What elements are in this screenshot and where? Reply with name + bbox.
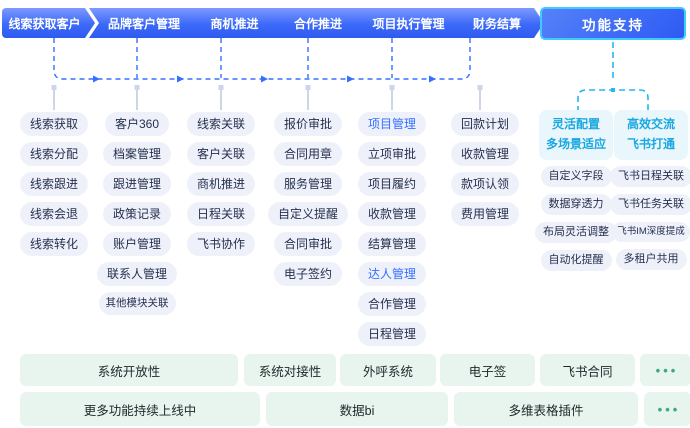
feature-chip: 飞书任务关联	[610, 194, 690, 215]
feature-chip: 费用管理	[450, 202, 519, 226]
feature-chip: 自定义字段	[540, 166, 612, 187]
feature-chip: 项目管理	[357, 112, 426, 136]
feature-chip: 合同审批	[273, 232, 342, 256]
column-stem-caps	[51, 85, 483, 90]
feature-chip: 日程管理	[357, 322, 426, 346]
feature-chip: 飞书协作	[186, 232, 255, 256]
feature-chip: 联系人管理	[96, 262, 177, 286]
feature-chip: 政策记录	[102, 202, 171, 226]
more-dots[interactable]: •••	[640, 354, 690, 386]
bottom-capability-box: 系统开放性	[20, 354, 238, 386]
bottom-capability-box: 飞书合同	[540, 354, 635, 386]
feature-chip: 线索转化	[19, 232, 88, 256]
support-column: 飞书日程关联飞书任务关联飞书IM深度提成多租户共用	[591, 166, 690, 270]
column-stems	[53, 90, 481, 110]
feature-chip: 线索获取	[19, 112, 88, 136]
feature-chip: 款项认领	[450, 172, 519, 196]
process-step-finance[interactable]: 财务结算	[450, 8, 544, 38]
feature-chip: 收款管理	[450, 142, 519, 166]
bottom-capability-box: 多维表格插件	[454, 392, 638, 426]
feature-chip: 商机推进	[186, 172, 255, 196]
feature-chip: 飞书IM深度提成	[612, 222, 690, 242]
feature-chip: 结算管理	[357, 232, 426, 256]
feature-chip: 线索跟进	[19, 172, 88, 196]
feature-chip: 飞书日程关联	[610, 166, 690, 187]
bottom-capability-box: 数据bi	[266, 392, 448, 426]
feature-chip: 收款管理	[357, 202, 426, 226]
feature-chip: 自动化提醒	[540, 250, 612, 271]
support-group-flexible-config: 灵活配置 多场景适应	[539, 110, 613, 160]
feature-column: 客户360 档案管理跟进管理政策记录账户管理联系人管理其他模块关联	[77, 112, 197, 315]
process-step-brand-customer[interactable]: 品牌客户管理	[89, 8, 199, 38]
feature-column: 报价审批合同用章服务管理自定义提醒合同审批电子签约	[248, 112, 368, 286]
support-group-title-line: 高效交流	[626, 117, 675, 132]
feature-column: 线索获取线索分配线索跟进线索会退线索转化	[0, 112, 114, 256]
feature-chip: 档案管理	[102, 142, 171, 166]
feature-chip: 自定义提醒	[267, 202, 348, 226]
support-column: 自定义字段数据穿透力布局灵活调整自动化提醒	[516, 166, 636, 271]
feature-chip: 布局灵活调整	[535, 222, 617, 243]
feature-chip: 线索会退	[19, 202, 88, 226]
feature-chip: 合作管理	[357, 292, 426, 316]
feature-chip: 日程关联	[186, 202, 255, 226]
feature-chip: 客户关联	[186, 142, 255, 166]
feature-column: 线索关联客户关联商机推进日程关联飞书协作	[161, 112, 281, 256]
feature-chip: 跟进管理	[102, 172, 171, 196]
support-group-title-line: 灵活配置	[551, 117, 600, 132]
feature-column: 回款计划收款管理款项认领费用管理	[425, 112, 545, 226]
support-button[interactable]: 功能支持	[540, 7, 686, 40]
bottom-capability-box: 系统对接性	[244, 354, 336, 386]
feature-chip: 其他模块关联	[98, 292, 176, 315]
feature-chip: 数据穿透力	[540, 194, 612, 215]
support-group-title-line: 多场景适应	[545, 137, 606, 151]
process-step-cooperation[interactable]: 合作推进	[270, 8, 366, 38]
feature-chip: 电子签约	[273, 262, 342, 286]
feature-chip: 多租户共用	[615, 248, 687, 270]
process-step-lead-acquisition[interactable]: 线索获取客户	[2, 8, 95, 38]
feature-chip: 项目履约	[357, 172, 426, 196]
feature-column: 项目管理立项审批项目履约收款管理结算管理达人管理合作管理日程管理	[332, 112, 452, 346]
process-step-opportunity[interactable]: 商机推进	[185, 8, 284, 38]
more-dots[interactable]: •••	[644, 392, 690, 426]
feature-chip: 线索关联	[186, 112, 255, 136]
bottom-capability-box: 外呼系统	[340, 354, 436, 386]
feature-chip: 达人管理	[357, 262, 426, 286]
support-group-feishu-comm: 高效交流 飞书打通	[614, 110, 688, 160]
feature-chip: 客户360	[104, 112, 170, 136]
feature-chip: 线索分配	[19, 142, 88, 166]
process-step-project-exec[interactable]: 项目执行管理	[353, 8, 464, 38]
feature-chip: 账户管理	[102, 232, 171, 256]
bottom-capability-box: 更多功能持续上线中	[20, 392, 260, 426]
feature-chip: 合同用章	[273, 142, 342, 166]
feature-chip: 报价审批	[273, 112, 342, 136]
feature-chip: 服务管理	[273, 172, 342, 196]
support-group-title-line: 飞书打通	[626, 137, 675, 151]
feature-chip: 立项审批	[357, 142, 426, 166]
right-arrowheads	[93, 75, 436, 83]
bottom-capability-box: 电子签	[440, 354, 535, 386]
feature-chip: 回款计划	[450, 112, 519, 136]
